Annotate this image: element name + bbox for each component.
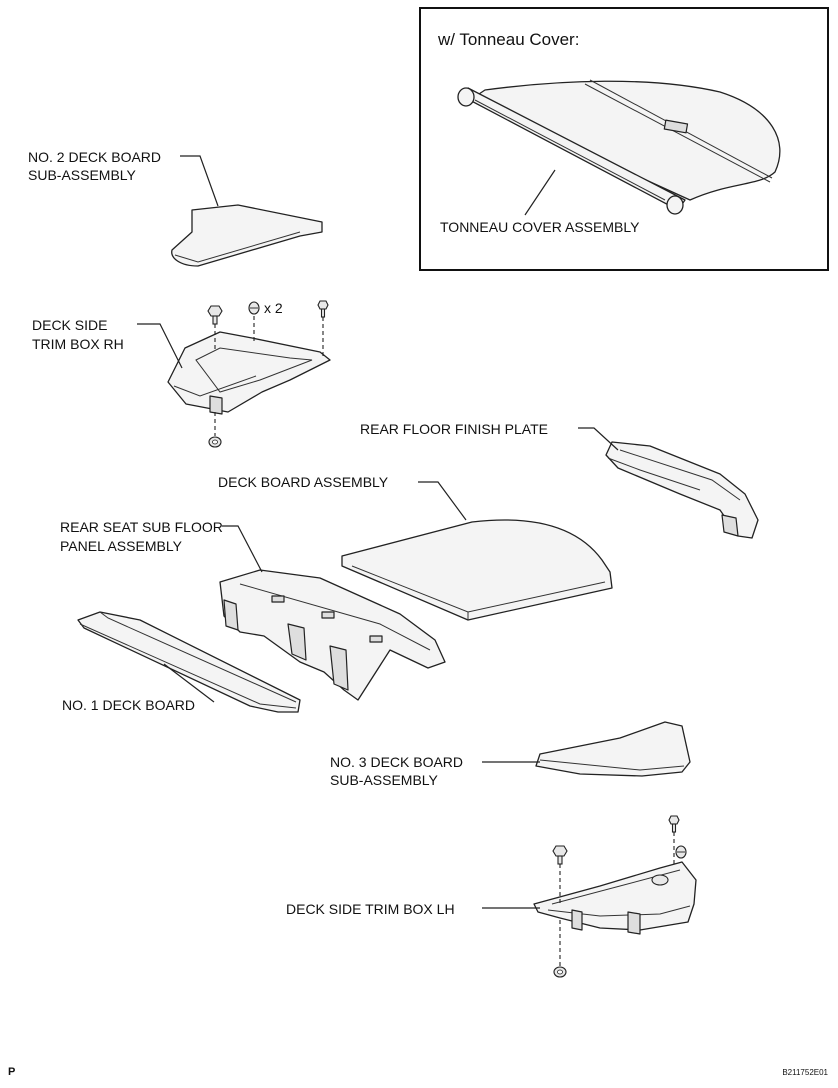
leader-deck-board [418, 481, 467, 521]
no3-deck-board [535, 721, 691, 777]
inset-title: w/ Tonneau Cover: [438, 30, 580, 49]
label-trim-rh-line2: TRIM BOX RH [32, 336, 124, 352]
label-trim-lh: DECK SIDE TRIM BOX LH [286, 901, 455, 917]
label-deck-board: DECK BOARD ASSEMBLY [218, 474, 389, 490]
tonneau-cover-assembly [457, 79, 781, 215]
deck-side-trim-box-rh [167, 331, 331, 415]
leader-finish-plate [578, 427, 619, 451]
clip-icon [248, 301, 260, 315]
rear-seat-sub-floor-panel [219, 569, 446, 701]
nut-icon [553, 966, 567, 978]
leader-sub-floor [222, 525, 263, 573]
label-finish-plate: REAR FLOOR FINISH PLATE [360, 421, 548, 437]
label-no3-line2: SUB-ASSEMBLY [330, 772, 438, 788]
label-sub-floor-line1: REAR SEAT SUB FLOOR [60, 519, 223, 535]
no2-deck-board [171, 204, 323, 267]
leader-trim-rh [137, 323, 183, 369]
label-tonneau-cover: TONNEAU COVER ASSEMBLY [440, 219, 640, 235]
label-no3-line1: NO. 3 DECK BOARD [330, 754, 464, 770]
label-clip-qty: x 2 [264, 300, 283, 316]
bolt-icon [668, 815, 680, 833]
leader-no2 [180, 155, 219, 207]
bolt-icon [207, 305, 223, 325]
bolt-icon [552, 845, 568, 865]
label-trim-rh-line1: DECK SIDE [32, 317, 108, 333]
leader-no1 [163, 663, 215, 703]
inset-frame [419, 7, 829, 271]
nut-icon [208, 436, 222, 448]
bolt-icon [317, 300, 329, 318]
label-sub-floor-line2: PANEL ASSEMBLY [60, 538, 182, 554]
footer-left-code: P [8, 1066, 16, 1078]
label-no2-line1: NO. 2 DECK BOARD [28, 149, 162, 165]
rear-floor-finish-plate [605, 441, 759, 539]
no1-deck-board [77, 611, 301, 713]
label-no1: NO. 1 DECK BOARD [62, 697, 196, 713]
clip-icon [675, 845, 687, 859]
footer-figure-id: B211752E01 [782, 1068, 828, 1077]
leader-tonneau [524, 169, 556, 216]
label-no2-line2: SUB-ASSEMBLY [28, 167, 136, 183]
deck-board-assembly [341, 519, 613, 621]
deck-side-trim-box-lh [533, 861, 697, 935]
